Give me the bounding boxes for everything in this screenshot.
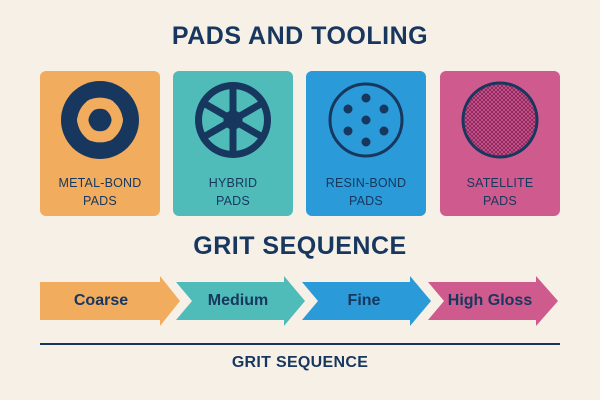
pad-label-metal-bond: METAL-BOND PADS bbox=[58, 176, 142, 208]
resin-bond-pad-icon bbox=[328, 82, 404, 158]
grit-sequence-title: GRIT SEQUENCE bbox=[193, 232, 407, 260]
arrow-label-high-gloss: High Gloss bbox=[447, 292, 533, 309]
arrow-fine bbox=[302, 276, 431, 326]
pad-card-metal-bond: METAL-BOND PADS bbox=[40, 71, 160, 216]
metal-bond-pad-icon bbox=[61, 81, 139, 159]
footer-caption: GRIT SEQUENCE bbox=[231, 354, 369, 371]
arrow-label-fine: Fine bbox=[347, 292, 381, 309]
arrow-coarse bbox=[40, 276, 180, 326]
grit-sequence-arrows bbox=[40, 276, 558, 326]
pad-card-satellite: SATELLITE PADS bbox=[440, 71, 560, 216]
arrow-high-gloss bbox=[428, 276, 558, 326]
arrow-medium bbox=[176, 276, 305, 326]
hybrid-pad-icon bbox=[195, 82, 271, 158]
satellite-pad-icon bbox=[461, 81, 539, 159]
divider bbox=[40, 343, 560, 345]
pad-card-hybrid: HYBRID PADS bbox=[173, 71, 293, 216]
pad-label-satellite: SATELLITE PADS bbox=[466, 176, 534, 208]
pad-card-resin-bond: RESIN-BOND PADS bbox=[306, 71, 426, 216]
arrow-label-coarse: Coarse bbox=[73, 292, 129, 309]
pad-label-hybrid: HYBRID PADS bbox=[208, 176, 258, 208]
page-title: PADS AND TOOLING bbox=[171, 22, 429, 50]
arrow-label-medium: Medium bbox=[207, 292, 269, 309]
pad-label-resin-bond: RESIN-BOND PADS bbox=[325, 176, 407, 208]
